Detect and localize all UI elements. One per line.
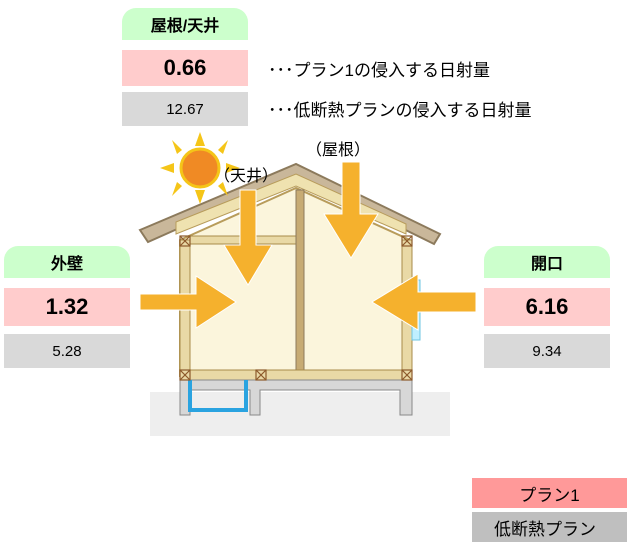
opening-low-value: 9.34 bbox=[484, 334, 610, 368]
wall-title: 外壁 bbox=[4, 246, 130, 278]
legend-plan: プラン1 bbox=[472, 478, 627, 508]
joint-markers bbox=[179, 235, 413, 381]
wall-low-value: 5.28 bbox=[4, 334, 130, 368]
roof-shape bbox=[138, 162, 442, 246]
roof-arrow bbox=[323, 161, 379, 259]
ceiling-label: （天井） bbox=[214, 168, 279, 185]
legend-low-label: 低断熱プラン bbox=[494, 519, 596, 539]
legend-low: 低断熱プラン bbox=[472, 512, 627, 542]
wall-arrow bbox=[139, 275, 237, 329]
legend-plan-label: プラン1 bbox=[519, 485, 580, 505]
wall-plan-value: 1.32 bbox=[4, 288, 130, 326]
foundation bbox=[179, 379, 413, 416]
opening-plan-value: 6.16 bbox=[484, 288, 610, 326]
roof-title: 屋根/天井 bbox=[122, 8, 248, 40]
roof-label: （屋根） bbox=[306, 142, 371, 159]
roof-low-value: 12.67 bbox=[122, 92, 248, 126]
roof-plan-value: 0.66 bbox=[122, 50, 248, 86]
sun-icon bbox=[160, 132, 240, 204]
ceiling-arrow bbox=[223, 189, 273, 286]
opening-arrow bbox=[371, 273, 477, 331]
note-low: ･･･低断熱プランの侵入する日射量 bbox=[268, 101, 532, 120]
bath-unit bbox=[188, 380, 248, 412]
note-plan: ･･･プラン1の侵入する日射量 bbox=[268, 61, 490, 80]
opening-title: 開口 bbox=[484, 246, 610, 278]
